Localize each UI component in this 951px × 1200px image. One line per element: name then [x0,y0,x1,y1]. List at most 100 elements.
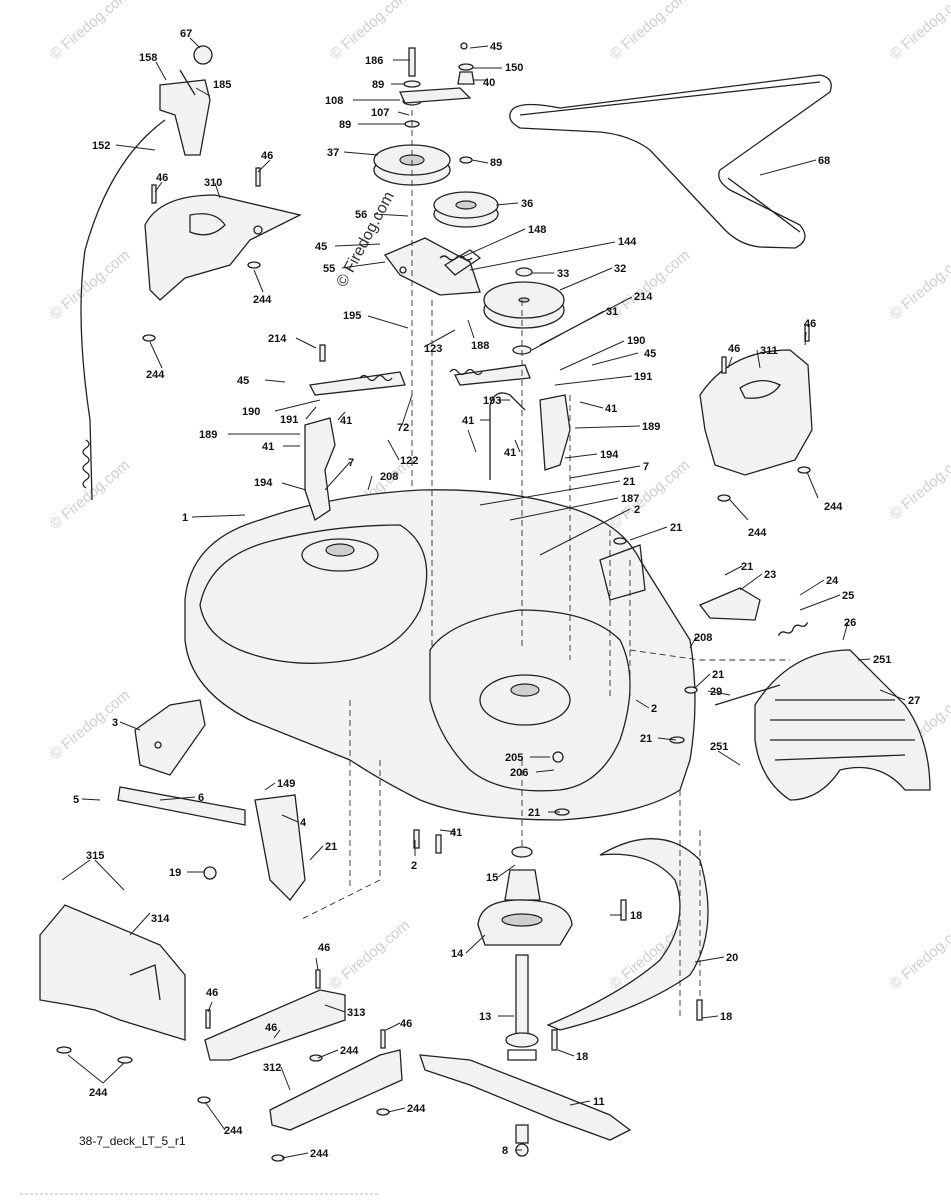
callout-56: 56 [355,209,367,221]
callout-251: 251 [710,741,728,753]
callout-107: 107 [371,107,389,119]
callout-189: 189 [642,421,660,433]
callout-45: 45 [315,241,327,253]
watermark: © Firedog.com [887,447,951,523]
callout-21: 21 [640,733,652,745]
callout-72: 72 [397,422,409,434]
callout-187: 187 [621,493,639,505]
assembly-lines [299,110,790,1020]
callout-18: 18 [576,1051,588,1063]
watermark: © Firedog.com [47,457,133,533]
callout-55: 55 [323,263,335,275]
callout-41: 41 [450,827,462,839]
callout-21: 21 [528,807,540,819]
callout-45: 45 [237,375,249,387]
mower-deck [184,489,696,821]
callout-29: 29 [710,686,722,698]
callout-27: 27 [908,695,920,707]
callout-45: 45 [490,41,502,53]
watermark-center: © Firedog.com [334,189,398,290]
callout-18: 18 [630,910,642,922]
callout-244: 244 [340,1045,359,1057]
callout-244: 244 [407,1103,426,1115]
callout-46: 46 [206,987,218,999]
callout-13: 13 [479,1011,491,1023]
callout-68: 68 [818,155,830,167]
callout-208: 208 [380,471,398,483]
callout-122: 122 [400,455,418,467]
idler-pulley-36 [433,191,499,228]
callout-32: 32 [614,263,626,275]
callout-6: 6 [198,792,204,804]
callout-191: 191 [634,371,652,383]
callout-244: 244 [310,1148,329,1160]
callout-3: 3 [112,717,118,729]
callout-36: 36 [521,198,533,210]
callout-206: 206 [510,767,528,779]
callout-188: 188 [471,340,489,352]
callout-108: 108 [325,95,343,107]
drive-belt [509,74,832,249]
callout-46: 46 [156,172,168,184]
callout-41: 41 [462,415,474,427]
callout-208: 208 [694,632,712,644]
callout-15: 15 [486,872,498,884]
callout-46: 46 [318,942,330,954]
callout-20: 20 [726,952,738,964]
belt-guard-311 [699,349,813,476]
callout-23: 23 [764,569,776,581]
callout-244: 244 [824,501,843,513]
blade-guard-20 [546,838,709,1031]
callout-144: 144 [618,236,637,248]
callout-311: 311 [760,345,778,357]
callout-195: 195 [343,310,361,322]
diagram-caption: 38-7_deck_LT_5_r1 [79,1134,186,1148]
callout-193: 193 [483,395,501,407]
callout-194: 194 [254,477,273,489]
callout-244: 244 [748,527,767,539]
callout-5: 5 [73,794,79,806]
idler-arm [383,237,482,296]
callout-25: 25 [842,590,854,602]
callout-189: 189 [199,429,217,441]
callout-46: 46 [400,1018,412,1030]
callout-21: 21 [670,522,682,534]
callout-313: 313 [347,1007,365,1019]
callout-67: 67 [180,28,192,40]
drive-pulley-32 [483,267,565,355]
blade-spindle [477,846,573,1061]
callout-46: 46 [804,318,816,330]
callout-2: 2 [634,504,640,516]
callout-19: 19 [169,867,181,879]
callout-41: 41 [340,415,352,427]
callout-315: 315 [86,850,104,862]
callout-149: 149 [277,778,295,790]
callout-314: 314 [151,913,170,925]
callout-89: 89 [372,79,384,91]
callout-251: 251 [873,654,891,666]
callout-89: 89 [490,157,502,169]
callout-21: 21 [712,669,724,681]
callout-4: 4 [300,817,307,829]
callout-191: 191 [280,414,298,426]
callout-312: 312 [263,1062,281,1074]
callout-123: 123 [424,343,442,355]
watermark: © Firedog.com [887,917,951,993]
watermark: © Firedog.com [47,247,133,323]
watermark: © Firedog.com [607,247,693,323]
callout-14: 14 [451,948,464,960]
callout-150: 150 [505,62,523,74]
callout-40: 40 [483,77,495,89]
callout-21: 21 [325,841,337,853]
callout-190: 190 [627,335,645,347]
deck-brackets [304,364,571,522]
callout-46: 46 [265,1022,277,1034]
pulley-hardware-stack [399,42,475,164]
callout-11: 11 [593,1096,605,1108]
leader-lines [61,37,906,1159]
callout-205: 205 [505,752,523,764]
watermark: © Firedog.com [47,687,133,763]
engagement-lever [80,45,213,501]
callout-185: 185 [213,79,231,91]
